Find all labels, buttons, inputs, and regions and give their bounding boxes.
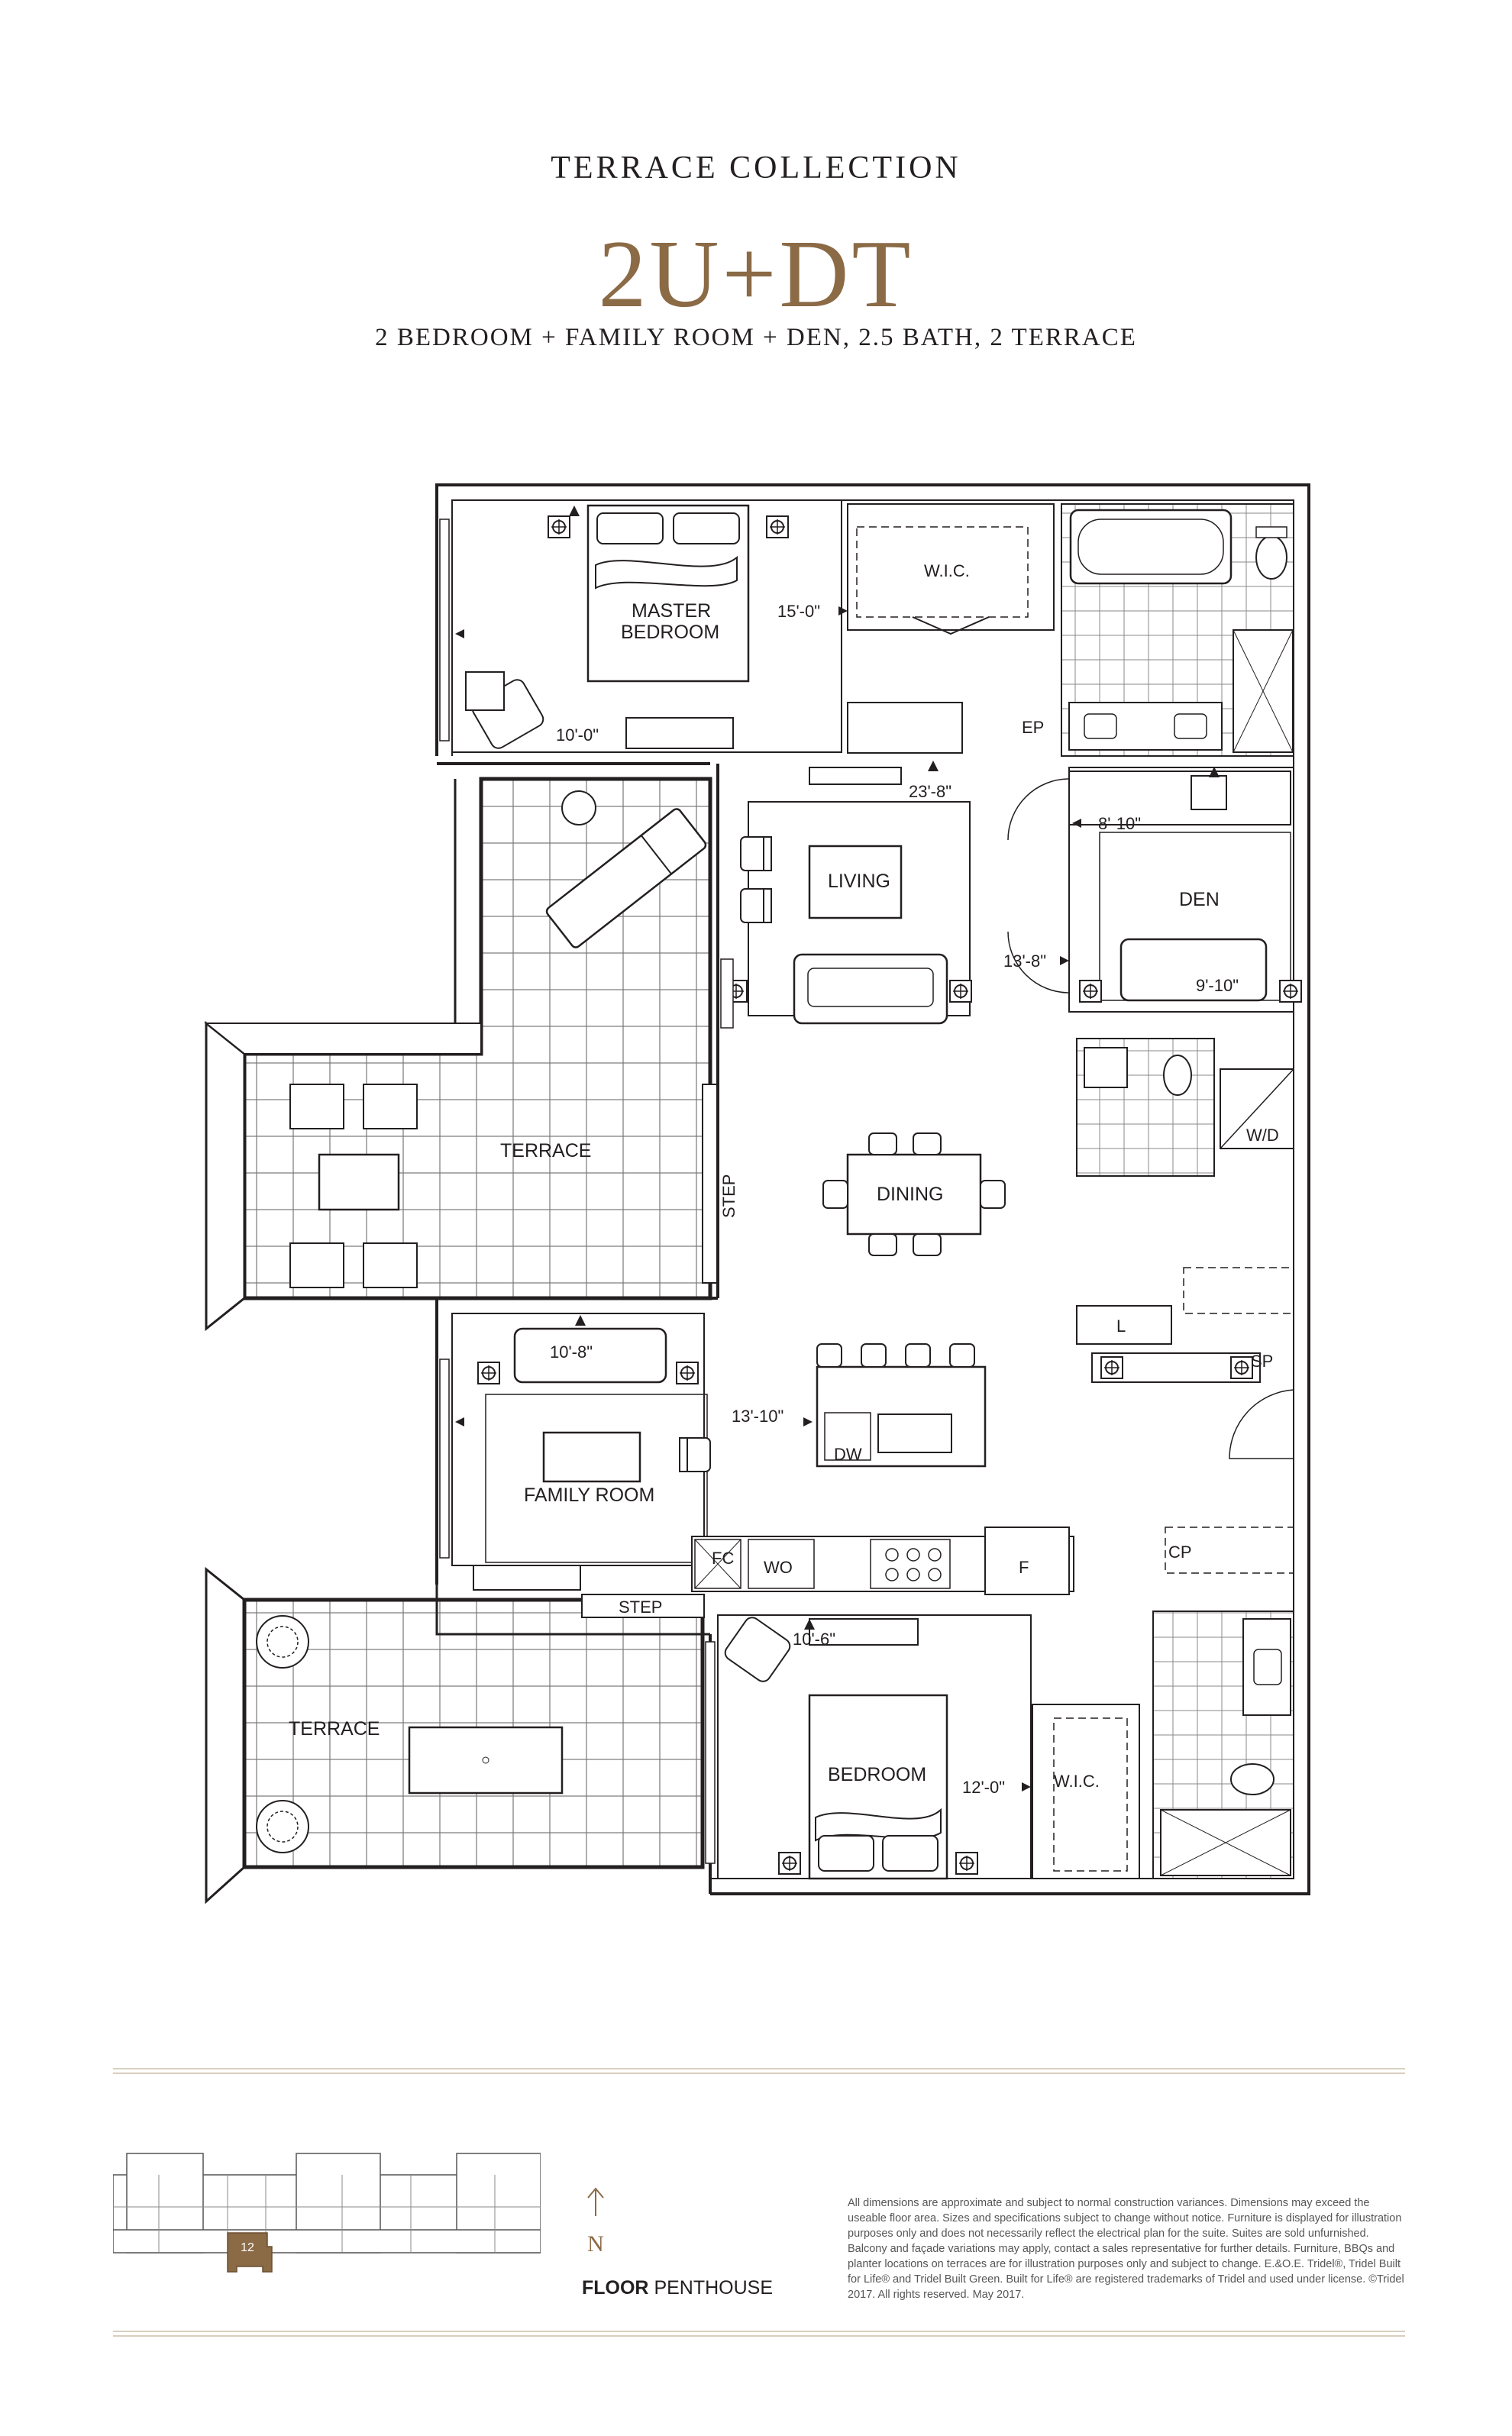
master-length-dim: 15'-0": [777, 602, 820, 621]
unit-name: 2U+DT: [598, 221, 914, 328]
dw-label: DW: [834, 1445, 862, 1464]
terrace-upper-label: TERRACE: [500, 1140, 591, 1161]
kitchen-counter: FC WO F: [691, 1527, 1074, 1595]
step-horizontal-label: STEP: [619, 1598, 662, 1617]
den-width-dim: 8'-10": [1098, 814, 1141, 833]
floor-name: PENTHOUSE: [654, 2277, 774, 2299]
family-width-dim: 10'-8": [550, 1342, 593, 1362]
north-arrow-icon: N: [587, 2187, 604, 2257]
master-wic: W.I.C.: [847, 503, 1055, 635]
footer-rule-bottom: [113, 2331, 1405, 2332]
fc-label: FC: [712, 1549, 734, 1568]
living-width-dim: 13'-8": [1003, 951, 1046, 971]
step-strip: STEP: [581, 1594, 705, 1618]
bedroom-wic-label: W.I.C.: [1054, 1772, 1100, 1791]
living-length-dim: 23'-8": [909, 782, 951, 801]
bedroom-wic: W.I.C.: [1032, 1704, 1140, 1879]
suite-number: 12: [241, 2241, 254, 2254]
kitchen-island: DW: [816, 1343, 987, 1468]
step-vertical-label: STEP: [719, 1174, 738, 1218]
den: DEN 8'-10" 9'-10": [1007, 767, 1302, 1013]
family-room-label: FAMILY ROOM: [524, 1485, 654, 1506]
entry: CP: [1165, 1389, 1294, 1574]
ep-label: EP: [1022, 718, 1044, 737]
den-label: DEN: [1179, 889, 1220, 910]
dining-label: DINING: [877, 1184, 944, 1205]
bedroom-ensuite: [1152, 1611, 1294, 1879]
master-bedroom-label-2: BEDROOM: [621, 622, 719, 643]
powder-laundry: W/D: [1076, 1038, 1294, 1177]
family-room: FAMILY ROOM 10'-8" 13'-10": [439, 1313, 783, 1591]
cp-label: CP: [1168, 1543, 1192, 1562]
floor-bold: FLOOR: [582, 2277, 649, 2299]
master-bedroom: MASTER BEDROOM 10'-0" 15'-0": [439, 499, 842, 753]
wo-label: WO: [764, 1558, 793, 1577]
lower-terrace: TERRACE: [205, 1566, 705, 1905]
master-bedroom-label-1: MASTER: [632, 600, 711, 622]
footer-rule-top-2: [113, 2073, 1405, 2074]
bedroom-width-dim: 10'-6": [793, 1630, 835, 1649]
footer-rule-top: [113, 2068, 1405, 2069]
master-width-dim: 10'-0": [556, 725, 599, 745]
linen-closet: L SP: [1076, 1267, 1294, 1383]
dining: DINING: [822, 1132, 1006, 1256]
wd-label: W/D: [1246, 1126, 1279, 1145]
terrace-lower-label: TERRACE: [289, 1718, 380, 1740]
bedroom-length-dim: 12'-0": [962, 1778, 1005, 1797]
unit-subtitle: 2 BEDROOM + FAMILY ROOM + DEN, 2.5 BATH,…: [375, 324, 1137, 351]
sp-label: SP: [1251, 1352, 1273, 1371]
bedroom-label: BEDROOM: [828, 1764, 926, 1785]
planter-icon: [256, 1615, 309, 1669]
north-letter: N: [587, 2231, 604, 2257]
living-label: LIVING: [828, 871, 890, 892]
floor-label: FLOOR PENTHOUSE: [582, 2277, 773, 2299]
bedroom: BEDROOM 10'-6" 12'-0": [705, 1614, 1032, 1880]
legal-disclaimer: All dimensions are approximate and subje…: [848, 2197, 1404, 2301]
suite-highlight: [227, 2232, 273, 2273]
upper-terrace: TERRACE STEP: [204, 777, 738, 1332]
footer-rule-bottom-2: [113, 2335, 1405, 2337]
family-length-dim: 13'-10": [732, 1407, 783, 1426]
planter-icon: [256, 1800, 309, 1853]
f-label: F: [1019, 1558, 1029, 1577]
l-label: L: [1116, 1317, 1126, 1336]
dimension-arrows: [455, 506, 1220, 1791]
living-room: LIVING 23'-8" 13'-8": [720, 767, 1046, 1029]
master-ensuite: EP: [1022, 503, 1294, 757]
collection-title: TERRACE COLLECTION: [551, 150, 961, 186]
master-wic-label: W.I.C.: [924, 561, 970, 580]
key-plan: 12: [113, 2153, 541, 2273]
den-length-dim: 9'-10": [1196, 976, 1239, 995]
